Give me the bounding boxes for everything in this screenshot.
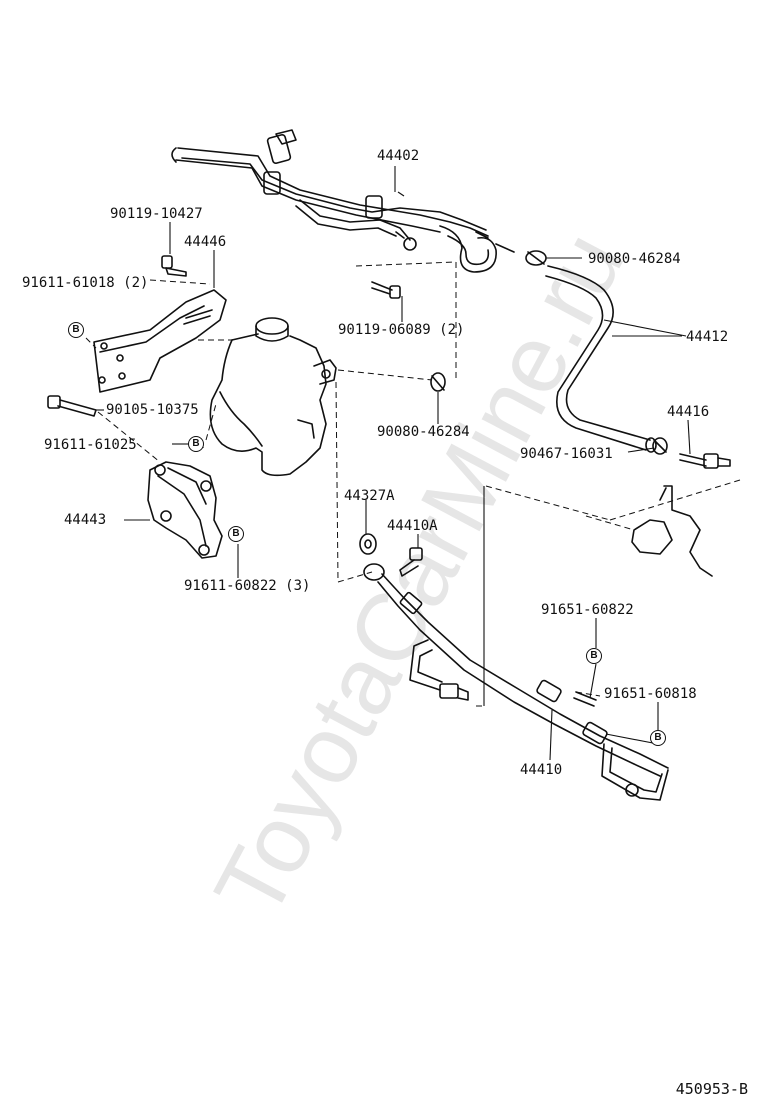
label-90080-46284-top: 90080-46284 bbox=[588, 251, 681, 267]
label-44443: 44443 bbox=[64, 512, 107, 528]
badge-b-91611-60822: B bbox=[228, 526, 244, 542]
hose-clamp-mid bbox=[430, 372, 446, 392]
label-91611-61018: 91611-61018 (2) bbox=[22, 275, 149, 291]
label-44410: 44410 bbox=[520, 762, 563, 778]
label-90080-46284-mid: 90080-46284 bbox=[377, 424, 470, 440]
label-91651-60818: 91651-60818 bbox=[604, 686, 697, 702]
label-44446: 44446 bbox=[184, 234, 227, 250]
label-44412: 44412 bbox=[686, 329, 729, 345]
badge-b-91651-60818: B bbox=[650, 730, 666, 746]
label-90119-06089: 90119-06089 (2) bbox=[338, 322, 465, 338]
power-steering-pump bbox=[209, 317, 337, 477]
pump-bracket-44443 bbox=[147, 461, 223, 559]
label-44327A: 44327A bbox=[344, 488, 395, 504]
bolt-90105-10375 bbox=[47, 395, 97, 417]
steering-gear-partial bbox=[631, 485, 713, 577]
clamp-44327A bbox=[359, 533, 377, 555]
label-90105-10375: 90105-10375 bbox=[106, 402, 199, 418]
leader-lines bbox=[96, 166, 691, 761]
label-44410A: 44410A bbox=[387, 518, 438, 534]
bracket-44446 bbox=[93, 289, 227, 393]
figure-code: 450953-B bbox=[675, 1080, 748, 1098]
bolt-90119-06089 bbox=[371, 281, 401, 299]
hose-clamp-bottom bbox=[652, 437, 668, 455]
union-fitting-44416 bbox=[679, 453, 731, 469]
badge-b-91611-61025: B bbox=[188, 436, 204, 452]
label-91611-60822: 91611-60822 (3) bbox=[184, 578, 311, 594]
label-90119-10427: 90119-10427 bbox=[110, 206, 203, 222]
label-90467-16031: 90467-16031 bbox=[520, 446, 613, 462]
bolt-90119-10427 bbox=[161, 255, 187, 277]
dashed-lines bbox=[85, 261, 741, 707]
return-hose-44412 bbox=[545, 265, 657, 453]
label-91611-61025: 91611-61025 bbox=[44, 437, 137, 453]
union-bolt-44410A bbox=[399, 547, 423, 577]
hose-clamp-top bbox=[525, 250, 547, 266]
label-91651-60822: 91651-60822 bbox=[541, 602, 634, 618]
label-44416: 44416 bbox=[667, 404, 710, 420]
tube-assembly-44402 bbox=[171, 129, 515, 273]
pressure-hose-44410 bbox=[363, 563, 669, 801]
badge-b-91651-60822: B bbox=[586, 648, 602, 664]
badge-b-91611-61018: B bbox=[68, 322, 84, 338]
label-44402: 44402 bbox=[377, 148, 420, 164]
